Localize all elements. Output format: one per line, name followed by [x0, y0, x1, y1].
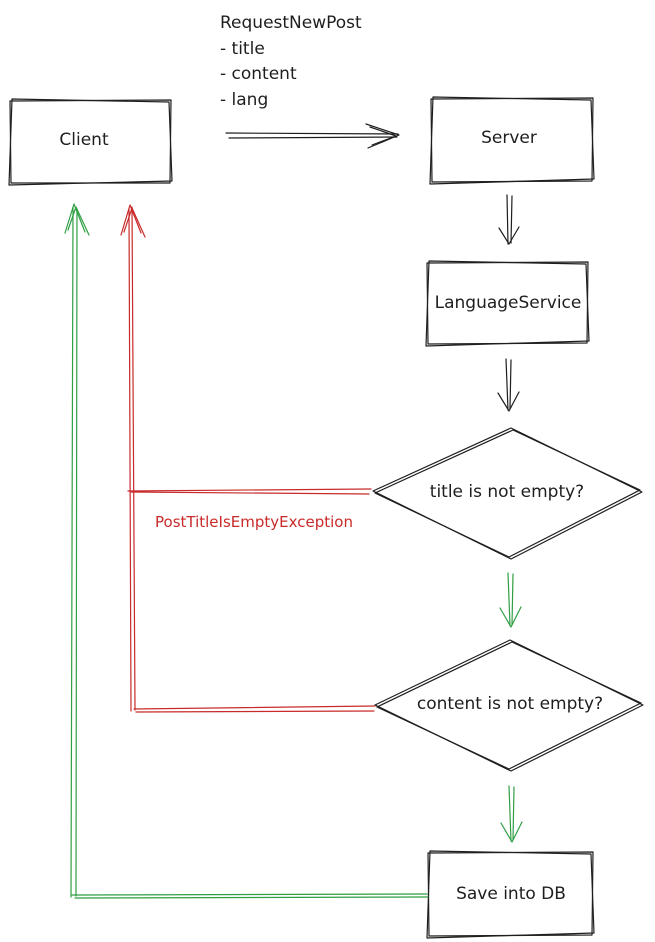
request-field-content: - content — [220, 64, 297, 84]
arrow-content-check-to-save — [500, 785, 523, 843]
request-note: RequestNewPost - title - content - lang — [220, 13, 362, 110]
arrow-server-to-language-service — [498, 194, 520, 245]
content-check-label: content is not empty? — [417, 694, 603, 714]
arrow-language-service-to-title-check — [497, 358, 520, 412]
content-check-node: content is not empty? — [374, 639, 644, 772]
save-node: Save into DB — [426, 850, 595, 939]
request-title: RequestNewPost — [220, 13, 362, 33]
arrow-title-error-to-client — [120, 204, 372, 712]
title-check-node: title is not empty? — [372, 427, 643, 560]
server-label: Server — [481, 128, 537, 148]
arrow-client-to-server — [225, 123, 400, 149]
save-label: Save into DB — [456, 884, 566, 904]
title-check-label: title is not empty? — [430, 482, 584, 502]
client-label: Client — [59, 130, 109, 150]
title-error-label: PostTitleIsEmptyException — [155, 513, 353, 531]
arrow-save-to-client — [64, 203, 429, 899]
language-service-label: LanguageService — [435, 293, 582, 313]
language-service-node: LanguageService — [425, 260, 590, 347]
arrow-title-check-to-content-check — [499, 572, 522, 628]
request-field-lang: - lang — [220, 90, 268, 110]
request-field-title: - title — [220, 39, 265, 59]
client-node: Client — [8, 98, 173, 186]
arrow-content-error-to-client — [133, 705, 376, 713]
server-node: Server — [429, 96, 595, 185]
